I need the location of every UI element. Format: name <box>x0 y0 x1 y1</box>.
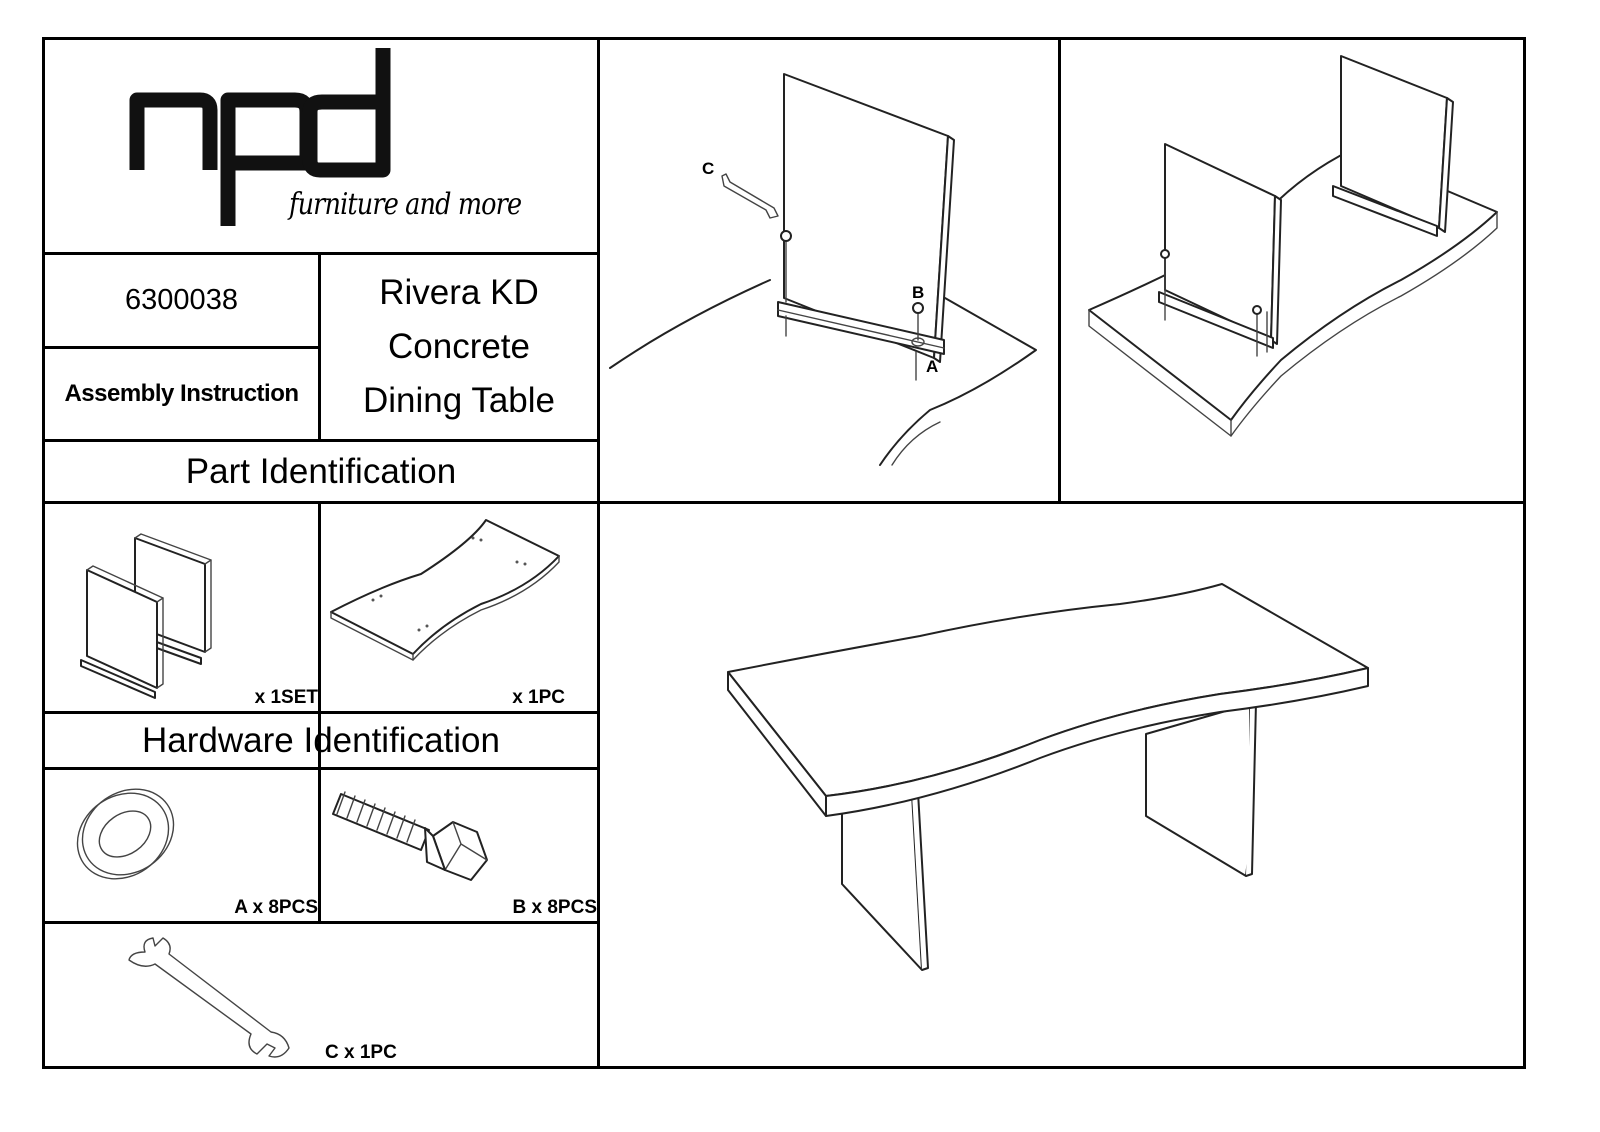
hardware-washer-qty: A x 8PCS <box>234 897 318 918</box>
divider-main-vertical <box>597 37 600 1069</box>
assembled-table-icon <box>727 583 1369 971</box>
hardware-washer: A x 8PCS <box>45 770 318 921</box>
step1-illustration-icon: B A C <box>609 73 1037 466</box>
bolt-icon <box>332 791 488 881</box>
product-name-line-3: Dining Table <box>363 381 555 420</box>
part-legs-qty: x 1SET <box>254 687 318 708</box>
divider-part-heading <box>42 501 1526 504</box>
divider-hardware <box>42 921 598 924</box>
divider-code-title <box>318 252 321 440</box>
npd-logo-icon <box>129 48 391 226</box>
product-name-line-1: Rivera KD <box>379 273 539 312</box>
hardware-bolt-qty: B x 8PCS <box>512 897 597 918</box>
instruction-sheet-frame <box>42 37 1526 1069</box>
hardware-identification-heading: Hardware Identification <box>142 720 500 760</box>
hardware-bolt: B x 8PCS <box>321 770 597 921</box>
divider-title <box>42 439 598 442</box>
wrench-icon <box>128 937 290 1058</box>
product-name-line-2: Concrete <box>387 327 531 366</box>
part-tabletop-qty: x 1PC <box>512 687 565 708</box>
part-identification-heading: Part Identification <box>185 451 457 491</box>
legs-set-icon <box>80 533 212 699</box>
hardware-wrench-qty: C x 1PC <box>325 1042 397 1063</box>
step1-label-b: B <box>912 283 924 302</box>
product-name: Rivera KD Concrete Dining Table <box>321 255 597 439</box>
divider-steps-vertical <box>1058 37 1061 504</box>
brand-tagline: furniture and more <box>289 187 522 222</box>
assembly-step-1: B A C <box>600 40 1058 501</box>
part-tabletop: x 1PC <box>321 504 597 711</box>
step1-label-c: C <box>702 159 714 178</box>
divider-items <box>318 502 321 922</box>
step2-illustration-icon <box>1088 55 1498 437</box>
washer-icon <box>76 788 175 880</box>
tabletop-icon <box>330 519 560 661</box>
doc-type: Assembly Instruction <box>64 380 299 407</box>
assembly-step-2 <box>1061 40 1523 501</box>
assembled-table-view <box>600 504 1523 1066</box>
brand-logo: furniture and more <box>45 40 597 252</box>
product-code: 6300038 <box>125 284 238 316</box>
part-legs-set: x 1SET <box>45 504 318 711</box>
hardware-wrench: C x 1PC <box>45 924 597 1066</box>
divider-code <box>42 346 320 349</box>
step1-label-a: A <box>926 357 938 376</box>
